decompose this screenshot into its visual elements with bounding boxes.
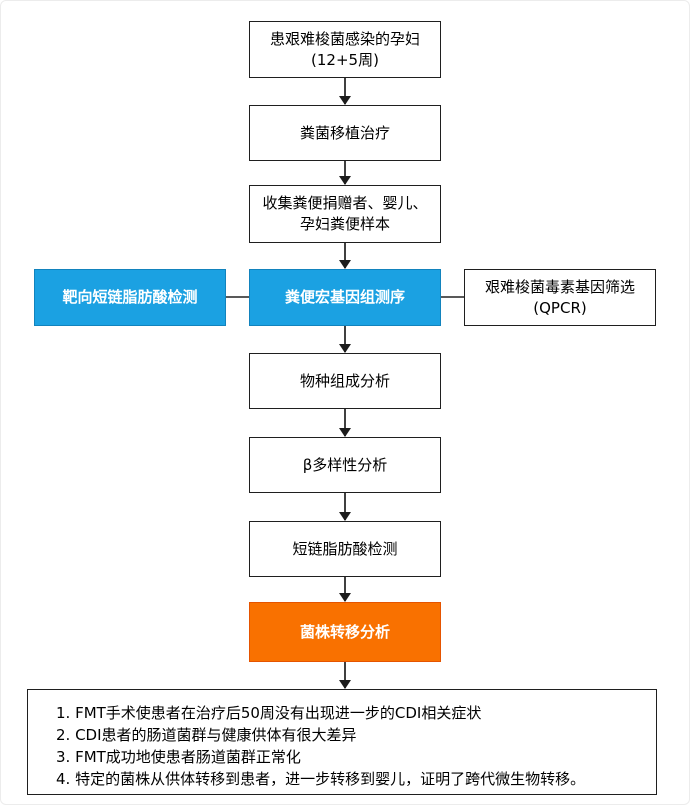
arrow-head-icon <box>339 176 351 185</box>
arrow-head-icon <box>339 680 351 689</box>
node-scfa-detection: 短链脂肪酸检测 <box>249 521 441 577</box>
arrow-head-icon <box>339 96 351 105</box>
node-fecal-metagenome-sequencing: 粪便宏基因组测序 <box>249 269 441 326</box>
arrow-head-icon <box>339 260 351 269</box>
arrow-down-2 <box>339 161 351 185</box>
results-summary-box: 1. FMT手术使患者在治疗后50周没有出现进一步的CDI相关症状 2. CDI… <box>27 689 657 795</box>
node-species-composition-analysis: 物种组成分析 <box>249 353 441 409</box>
connector-right <box>441 296 464 298</box>
node-targeted-scfa-detection: 靶向短链脂肪酸检测 <box>34 269 226 326</box>
node-patient-cdi-pregnant: 患艰难梭菌感染的孕妇 (12+5周) <box>249 21 441 78</box>
arrow-down-7 <box>339 577 351 602</box>
arrow-head-icon <box>339 593 351 602</box>
arrow-down-8 <box>339 662 351 689</box>
node-strain-transfer-analysis: 菌株转移分析 <box>249 602 441 662</box>
result-item-3: 3. FMT成功地使患者肠道菌群正常化 <box>56 748 301 766</box>
arrow-down-3 <box>339 243 351 269</box>
arrow-down-1 <box>339 78 351 105</box>
arrow-down-5 <box>339 409 351 437</box>
node-toxin-gene-qpcr-screen: 艰难梭菌毒素基因筛选 (QPCR) <box>464 269 656 326</box>
arrow-head-icon <box>339 428 351 437</box>
connector-left <box>226 296 249 298</box>
arrow-head-icon <box>339 512 351 521</box>
result-item-1: 1. FMT手术使患者在治疗后50周没有出现进一步的CDI相关症状 <box>56 704 482 722</box>
node-sample-collection: 收集粪便捐赠者、婴儿、 孕妇粪便样本 <box>249 185 441 243</box>
result-item-4: 4. 特定的菌株从供体转移到患者，进一步转移到婴儿，证明了跨代微生物转移。 <box>56 770 586 788</box>
node-beta-diversity-analysis: β多样性分析 <box>249 437 441 493</box>
result-item-2: 2. CDI患者的肠道菌群与健康供体有很大差异 <box>56 726 357 744</box>
arrow-down-6 <box>339 493 351 521</box>
node-fmt-treatment: 粪菌移植治疗 <box>249 105 441 161</box>
arrow-head-icon <box>339 344 351 353</box>
arrow-down-4 <box>339 326 351 353</box>
